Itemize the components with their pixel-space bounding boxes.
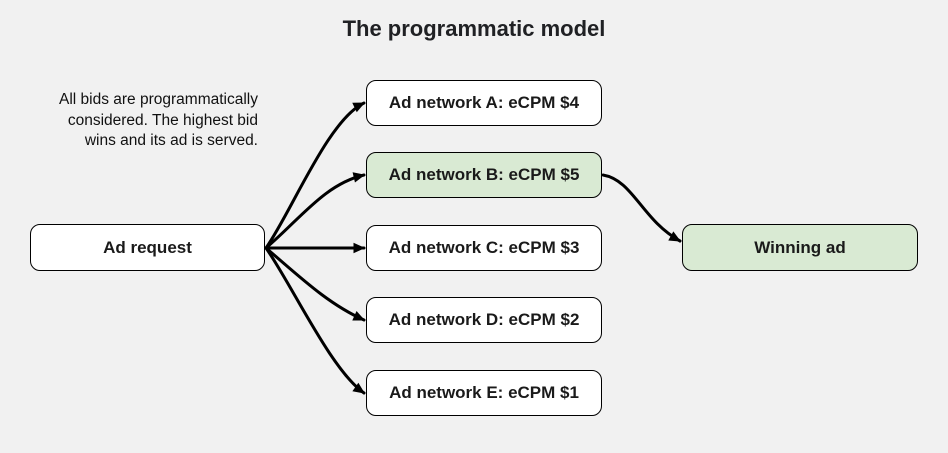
node-label: Ad network E: eCPM $1 [389,383,579,402]
description-line: All bids are programmatically [59,91,258,108]
node-label: Ad network D: eCPM $2 [388,310,580,329]
node-ad-request: Ad request [30,224,265,271]
arrow-request-to-network-b [264,172,366,250]
node-ad-network-a: Ad network A: eCPM $4 [366,80,602,126]
description-line: wins and its ad is served. [84,132,258,149]
page-title: The programmatic model [342,16,606,41]
node-label: Ad request [103,237,192,257]
arrow-request-to-network-e [264,246,366,395]
node-label: Ad network C: eCPM $3 [388,238,580,257]
node-label: Ad network A: eCPM $4 [388,93,580,112]
node-ad-network-c: Ad network C: eCPM $3 [366,225,602,271]
arrow-request-to-network-a [264,101,366,250]
node-ad-network-b: Ad network B: eCPM $5 [366,152,602,198]
description-text: All bids are programmatically considered… [10,90,258,152]
description-line: considered. The highest bid [67,111,258,129]
node-ad-network-d: Ad network D: eCPM $2 [366,297,602,343]
node-label: Ad network B: eCPM $5 [388,165,580,184]
arrow-request-to-network-d [264,246,366,322]
node-label: Winning ad [754,237,846,257]
node-ad-network-e: Ad network E: eCPM $1 [366,370,602,416]
arrow-network-b-to-winning-ad [601,173,682,243]
node-winning-ad: Winning ad [682,224,918,271]
